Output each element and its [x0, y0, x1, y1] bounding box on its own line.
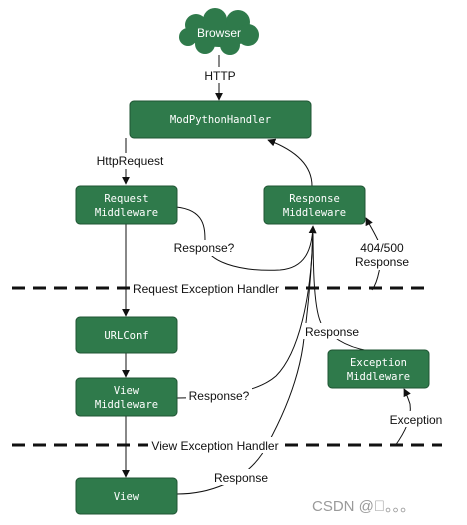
edge-view-response — [176, 225, 314, 495]
view-exception-handler-label: View Exception Handler — [151, 439, 278, 453]
edge-request-mw-response — [175, 206, 317, 271]
view-middleware-label-line-2: Middleware — [95, 399, 158, 411]
node-mod-python-handler: ModPythonHandler — [129, 100, 312, 139]
response-question-label-request: Response? — [174, 241, 235, 255]
request-middleware-label-line-2: Middleware — [95, 207, 158, 219]
exception-middleware-label-line-2: Middleware — [347, 371, 410, 383]
edge-exception — [394, 388, 411, 447]
browser-label: Browser — [197, 26, 241, 40]
exception-label: Exception — [390, 413, 443, 427]
view-label: View — [114, 491, 140, 503]
watermark-text: CSDN @ 。。。 — [312, 498, 415, 515]
urlconf-label: URLConf — [104, 330, 148, 342]
response-middleware-label-line-1: Response — [289, 193, 340, 205]
browser-cloud: Browser — [179, 8, 259, 55]
mod-python-handler-label: ModPythonHandler — [170, 114, 271, 126]
response-question-label-view: Response? — [189, 389, 250, 403]
response-label-exception: Response — [305, 325, 359, 339]
status-404-500-response-label: Response — [355, 255, 409, 269]
node-request-middleware: Request Middleware — [75, 185, 178, 225]
view-middleware-label-line-1: View — [114, 385, 140, 397]
request-middleware-label-line-1: Request — [104, 193, 148, 205]
request-exception-handler-label: Request Exception Handler — [133, 282, 279, 296]
node-view: View — [75, 477, 178, 515]
node-exception-middleware: Exception Middleware — [327, 349, 430, 389]
edge-response-mw-to-handler — [267, 138, 313, 187]
http-request-label: HttpRequest — [97, 154, 164, 168]
response-middleware-label-line-2: Middleware — [283, 207, 346, 219]
status-404-500-label: 404/500 — [360, 241, 404, 255]
node-response-middleware: Response Middleware — [263, 185, 366, 225]
response-label-view: Response — [214, 471, 268, 485]
node-urlconf: URLConf — [75, 316, 178, 354]
exception-middleware-label-line-1: Exception — [350, 357, 407, 369]
http-label: HTTP — [204, 69, 235, 83]
node-view-middleware: View Middleware — [75, 377, 178, 417]
